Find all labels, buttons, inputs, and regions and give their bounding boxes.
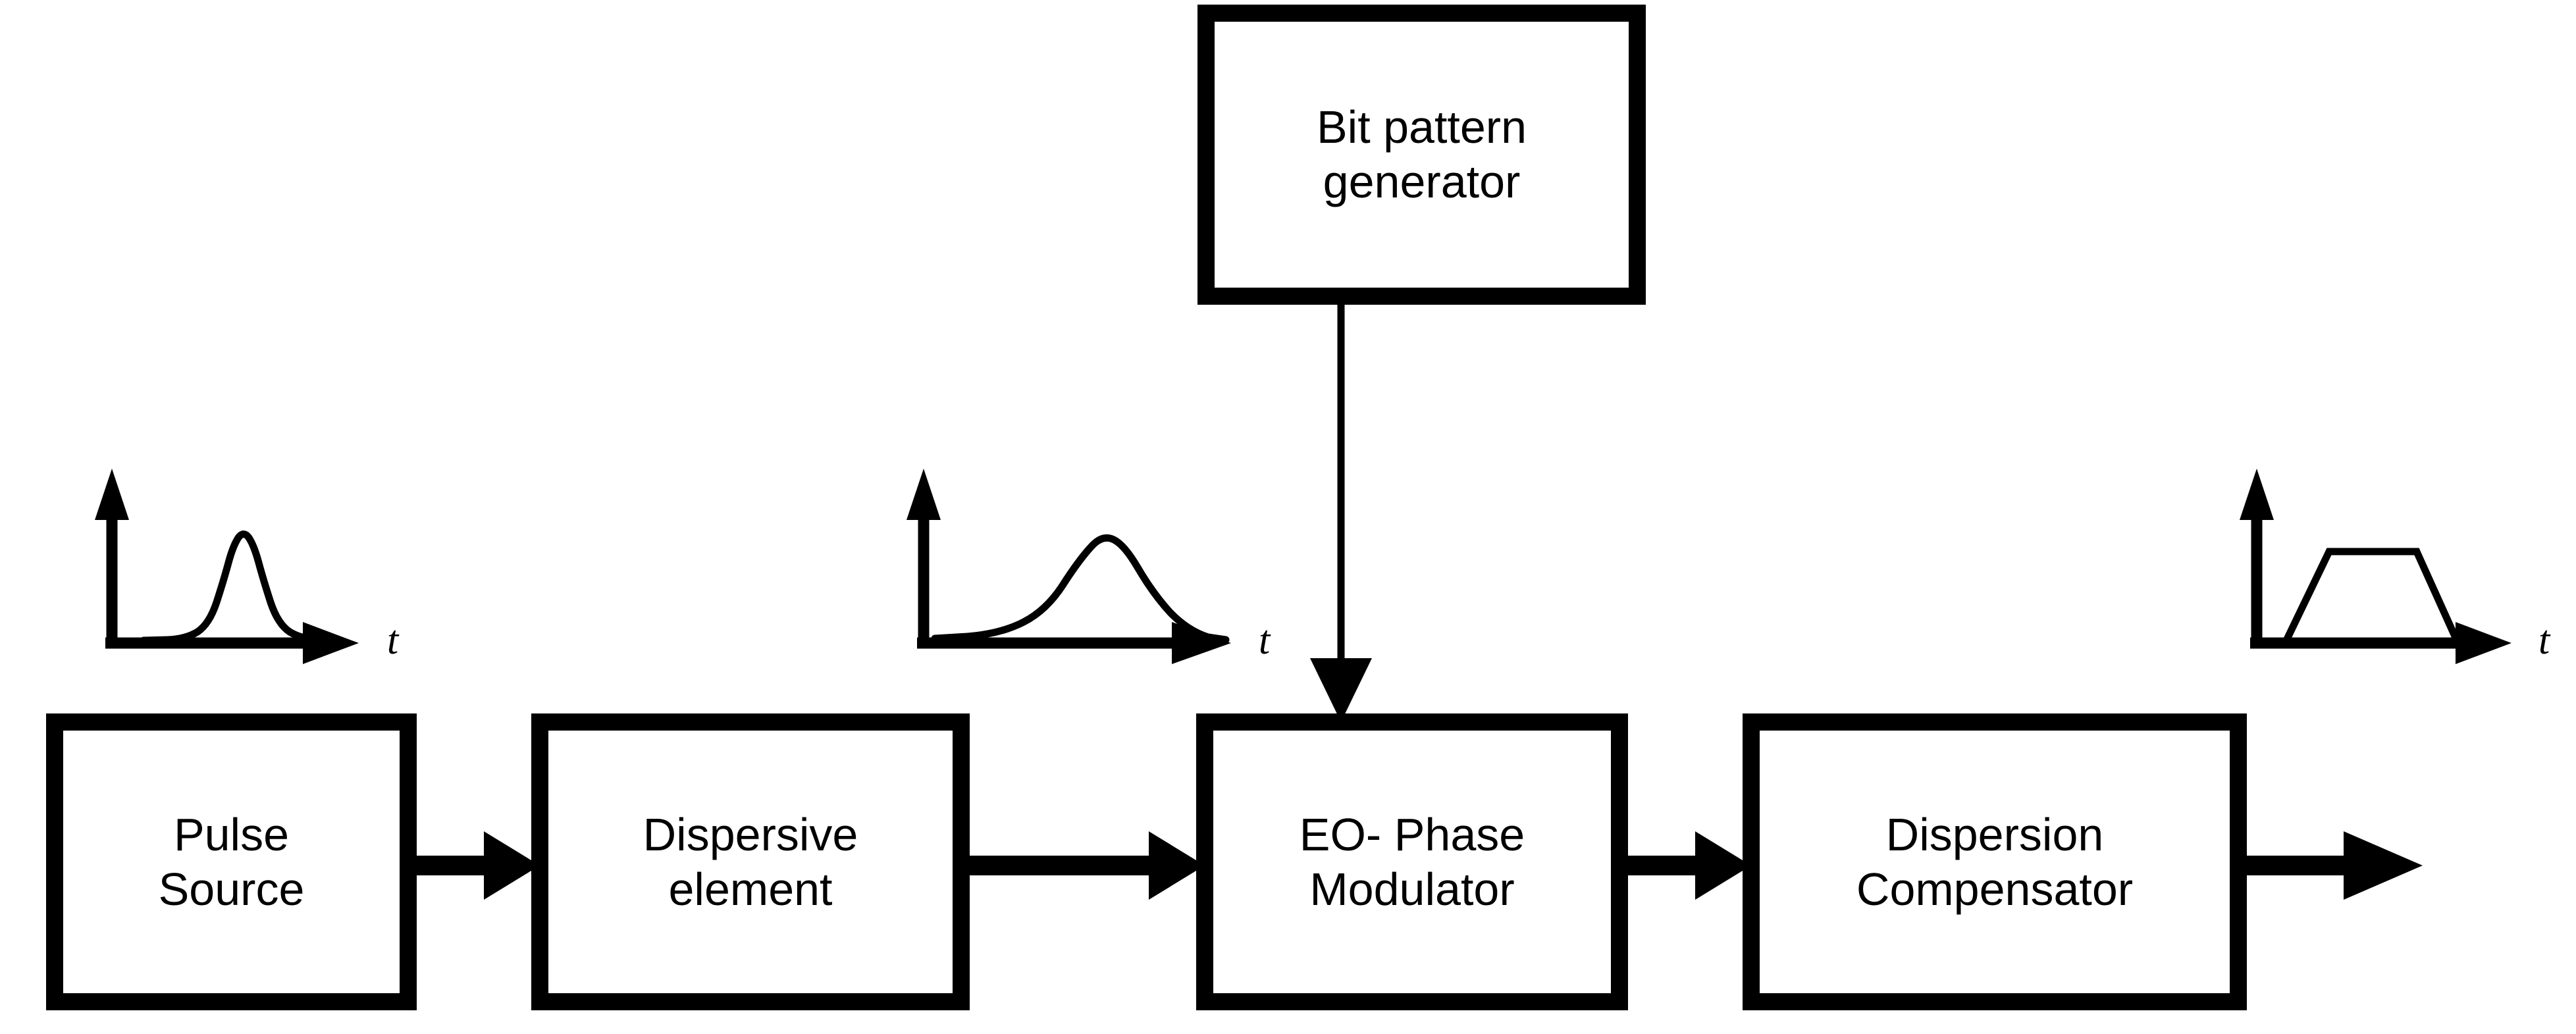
axis-label-time-inset-2: t xyxy=(1259,618,1271,663)
axis-label-time-inset-1: t xyxy=(387,618,399,663)
axis-label-time-inset-3: t xyxy=(2538,618,2550,663)
block-pulse-source[interactable] xyxy=(46,713,417,1010)
arrow-bitpattern-to-modulator xyxy=(1310,296,1372,722)
arrow-compensator-output xyxy=(2238,831,2423,900)
block-bit-pattern-generator[interactable] xyxy=(1197,5,1646,305)
inset-short-pulse xyxy=(95,469,359,664)
arrow-dispersive-to-modulator xyxy=(961,831,1205,900)
arrow-source-to-dispersive xyxy=(408,831,540,900)
arrow-modulator-to-compensator xyxy=(1619,831,1751,900)
inset-broadened-pulse xyxy=(907,469,1231,664)
block-eo-phase-modulator[interactable] xyxy=(1196,713,1628,1010)
block-dispersion-compensator[interactable] xyxy=(1743,713,2247,1010)
block-dispersive-element[interactable] xyxy=(531,713,970,1010)
inset-flat-top-pulse xyxy=(2240,469,2511,664)
